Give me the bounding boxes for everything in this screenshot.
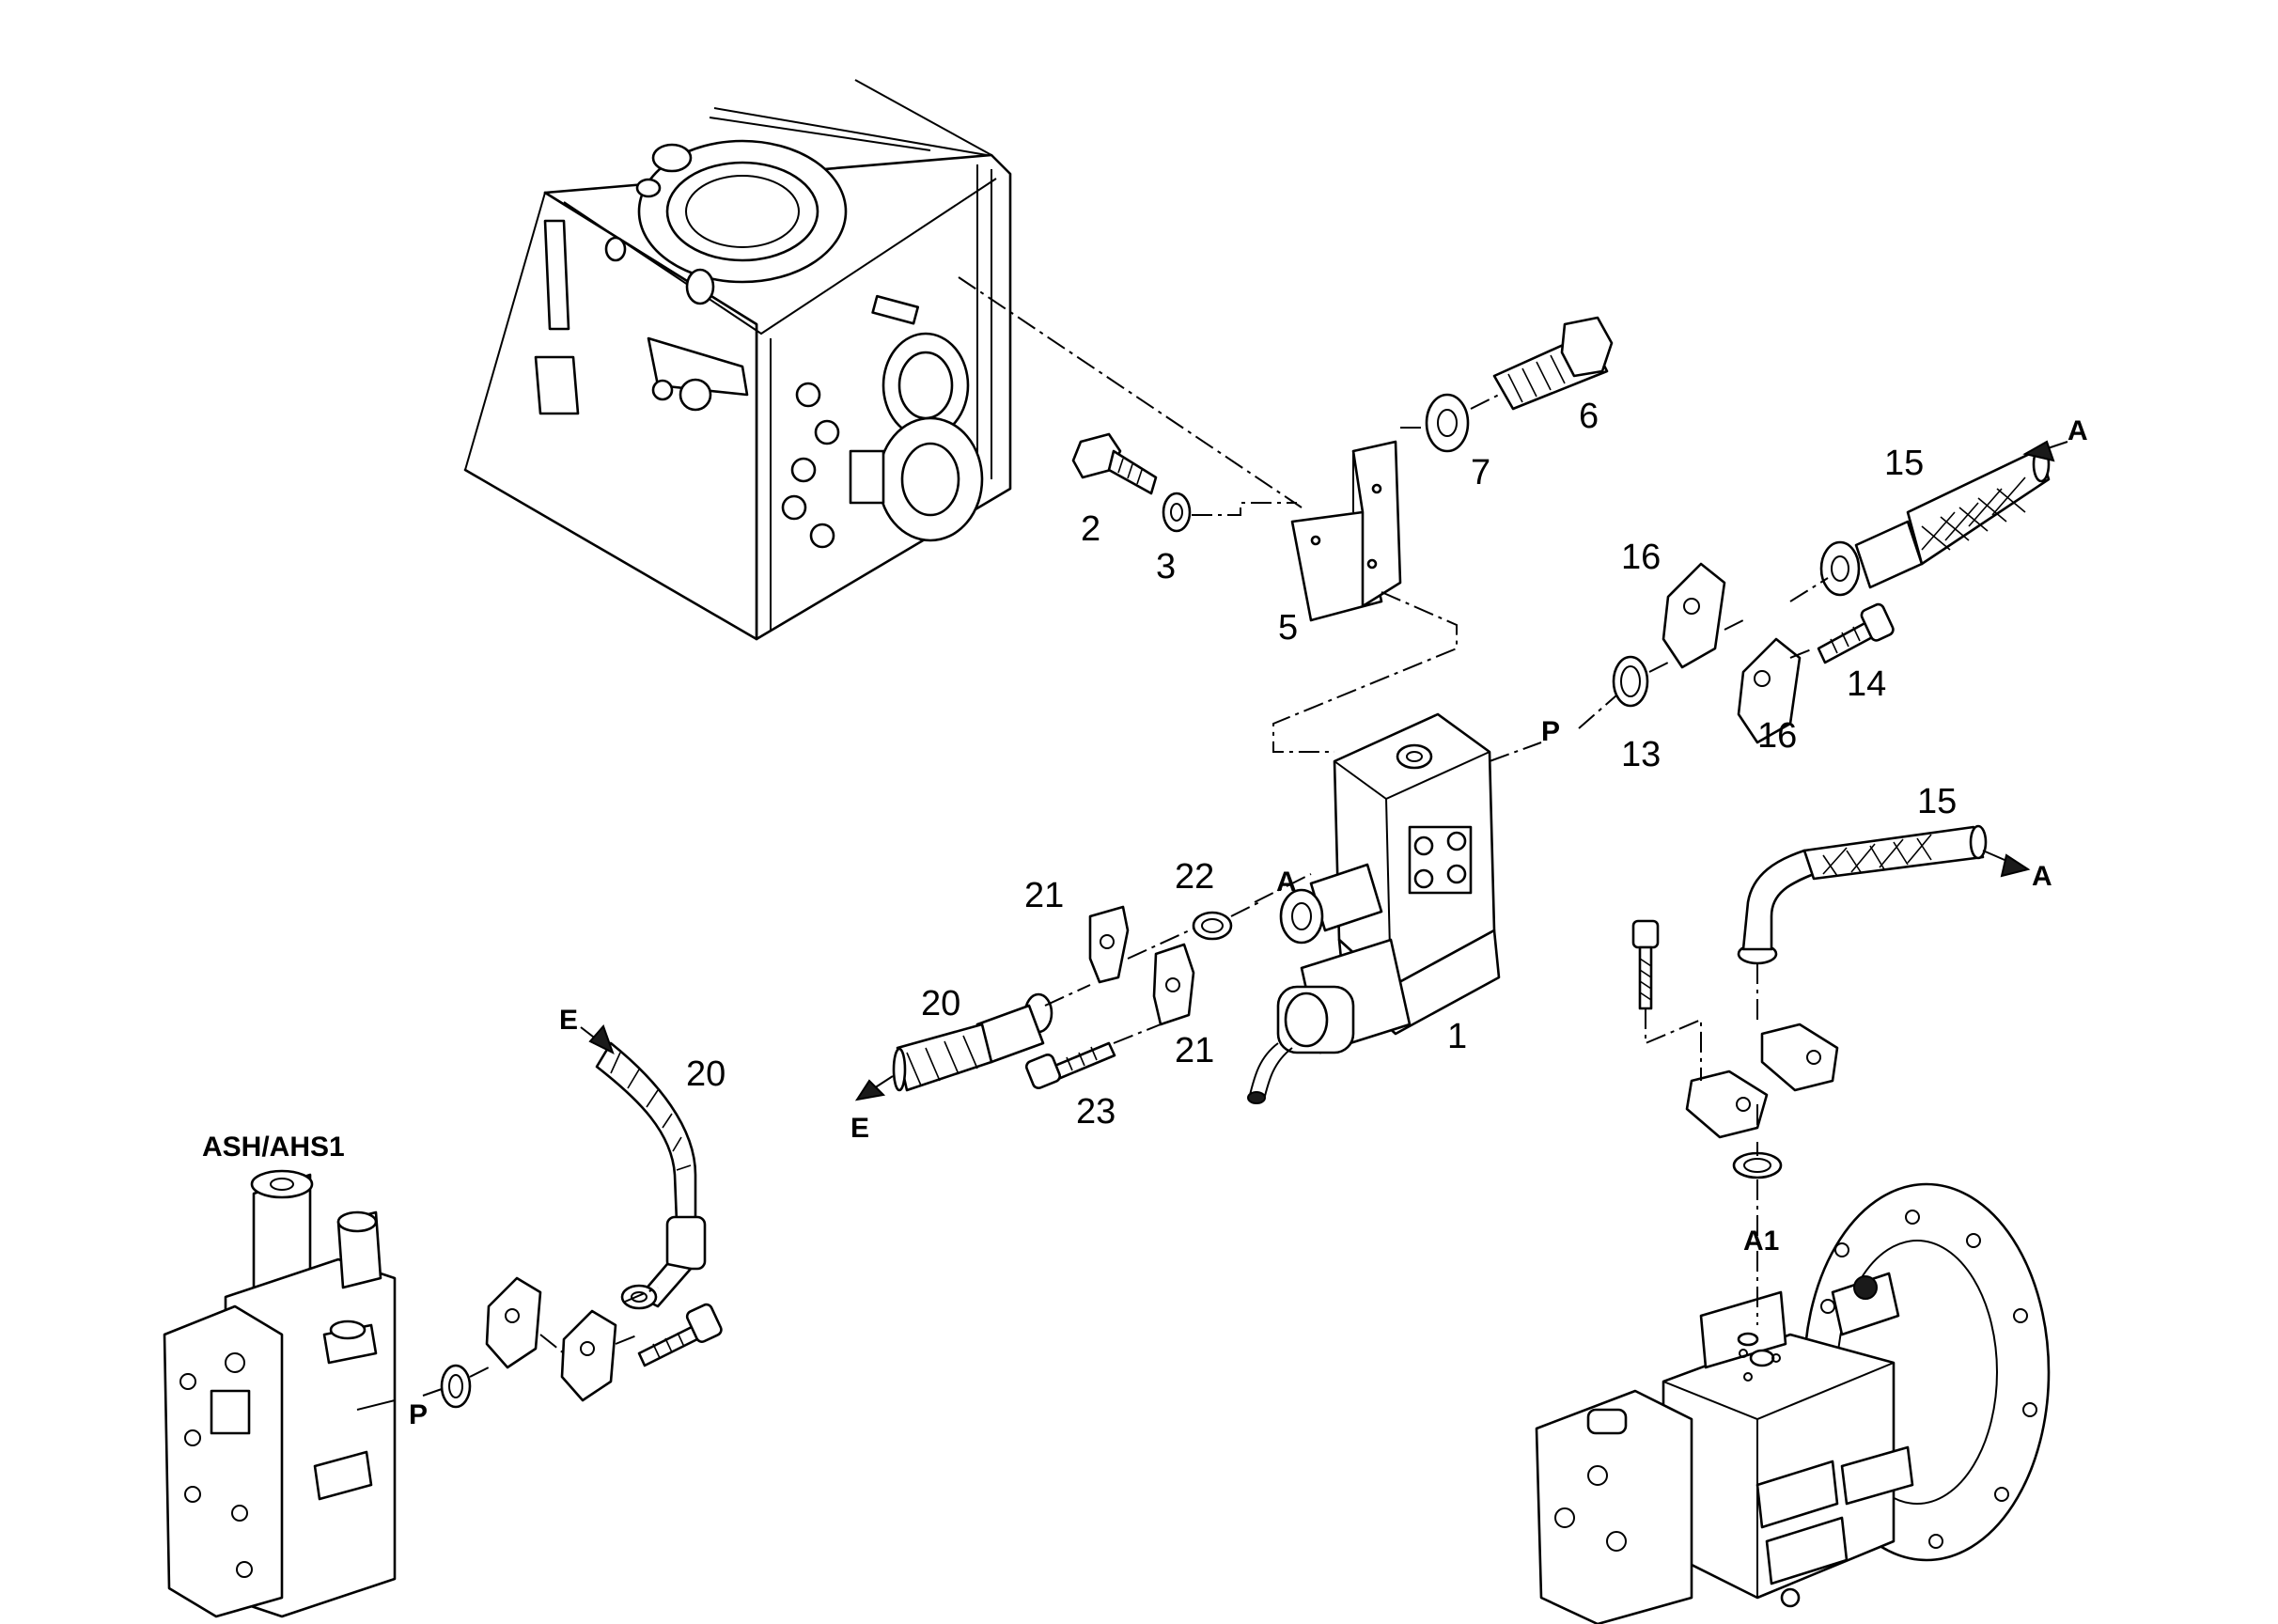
flange-clamp (560, 1309, 617, 1402)
flange-clamp (1152, 943, 1195, 1026)
mounting-bracket (1290, 440, 1402, 622)
label-arrow-a-right: A (2032, 861, 2052, 892)
label-arrow-e-top: E (559, 1005, 578, 1036)
label-valve-name: ASH/AHS1 (202, 1132, 345, 1163)
washer (1162, 492, 1192, 533)
o-ring (1192, 911, 1233, 941)
label-port-p-block: P (1541, 716, 1560, 747)
flange-clamp (1760, 1023, 1839, 1092)
label-part-16-top: 16 (1621, 538, 1661, 577)
flow-arrow (1982, 850, 2031, 878)
label-part-15-right: 15 (1917, 782, 1957, 821)
flange-clamp (485, 1276, 542, 1369)
valve-block (1247, 712, 1501, 1104)
label-part-16-bottom: 16 (1757, 716, 1797, 756)
hydraulic-pump (1535, 1182, 2051, 1624)
hose-fitting (892, 992, 1053, 1092)
label-arrow-a-top: A (2067, 415, 2088, 446)
label-port-a-block: A (1276, 867, 1297, 898)
label-part-1: 1 (1447, 1017, 1467, 1056)
label-part-20-left: 20 (686, 1054, 726, 1094)
assembly-leader-lines (422, 276, 1829, 1397)
label-part-15-top: 15 (1884, 444, 1924, 483)
label-arrow-e-left: E (850, 1113, 869, 1144)
flange-clamp (1737, 637, 1802, 744)
control-valve (163, 1169, 397, 1618)
label-part-21-top: 21 (1024, 876, 1064, 915)
socket-screw (637, 1303, 723, 1367)
label-part-5: 5 (1278, 608, 1298, 648)
label-part-13: 13 (1621, 735, 1661, 774)
label-port-a1: A1 (1743, 1226, 1779, 1257)
label-part-14: 14 (1847, 664, 1886, 704)
o-ring (1612, 655, 1649, 708)
label-part-3: 3 (1156, 547, 1176, 586)
bolt (1071, 432, 1158, 495)
part-number-labels: 1 2 3 5 6 7 13 14 15 15 16 16 20 20 21 2… (202, 397, 2088, 1430)
hose (1737, 824, 1988, 965)
hose (1819, 445, 2051, 597)
label-part-6: 6 (1579, 397, 1599, 436)
label-part-2: 2 (1081, 509, 1100, 549)
flange-clamp (1662, 562, 1726, 669)
washer (1425, 393, 1470, 453)
tank-frame-assembly (463, 79, 1012, 641)
flow-arrow (854, 1075, 894, 1101)
label-part-23: 23 (1076, 1092, 1116, 1132)
label-part-22: 22 (1175, 857, 1214, 897)
flange-clamp (1685, 1070, 1769, 1139)
socket-screw (1024, 1041, 1116, 1090)
o-ring (440, 1364, 472, 1409)
socket-screw (1817, 602, 1895, 664)
socket-screw (1631, 919, 1660, 1010)
o-ring (1732, 1151, 1783, 1179)
bolt (1492, 316, 1614, 411)
label-part-20-center: 20 (921, 984, 960, 1023)
flow-arrow (580, 1024, 615, 1055)
flange-clamp (1088, 905, 1130, 984)
hose (595, 1041, 707, 1310)
label-part-21-bottom: 21 (1175, 1031, 1214, 1070)
flow-arrow (2022, 440, 2068, 462)
label-part-7: 7 (1471, 453, 1490, 492)
label-port-p-valve: P (409, 1399, 428, 1430)
